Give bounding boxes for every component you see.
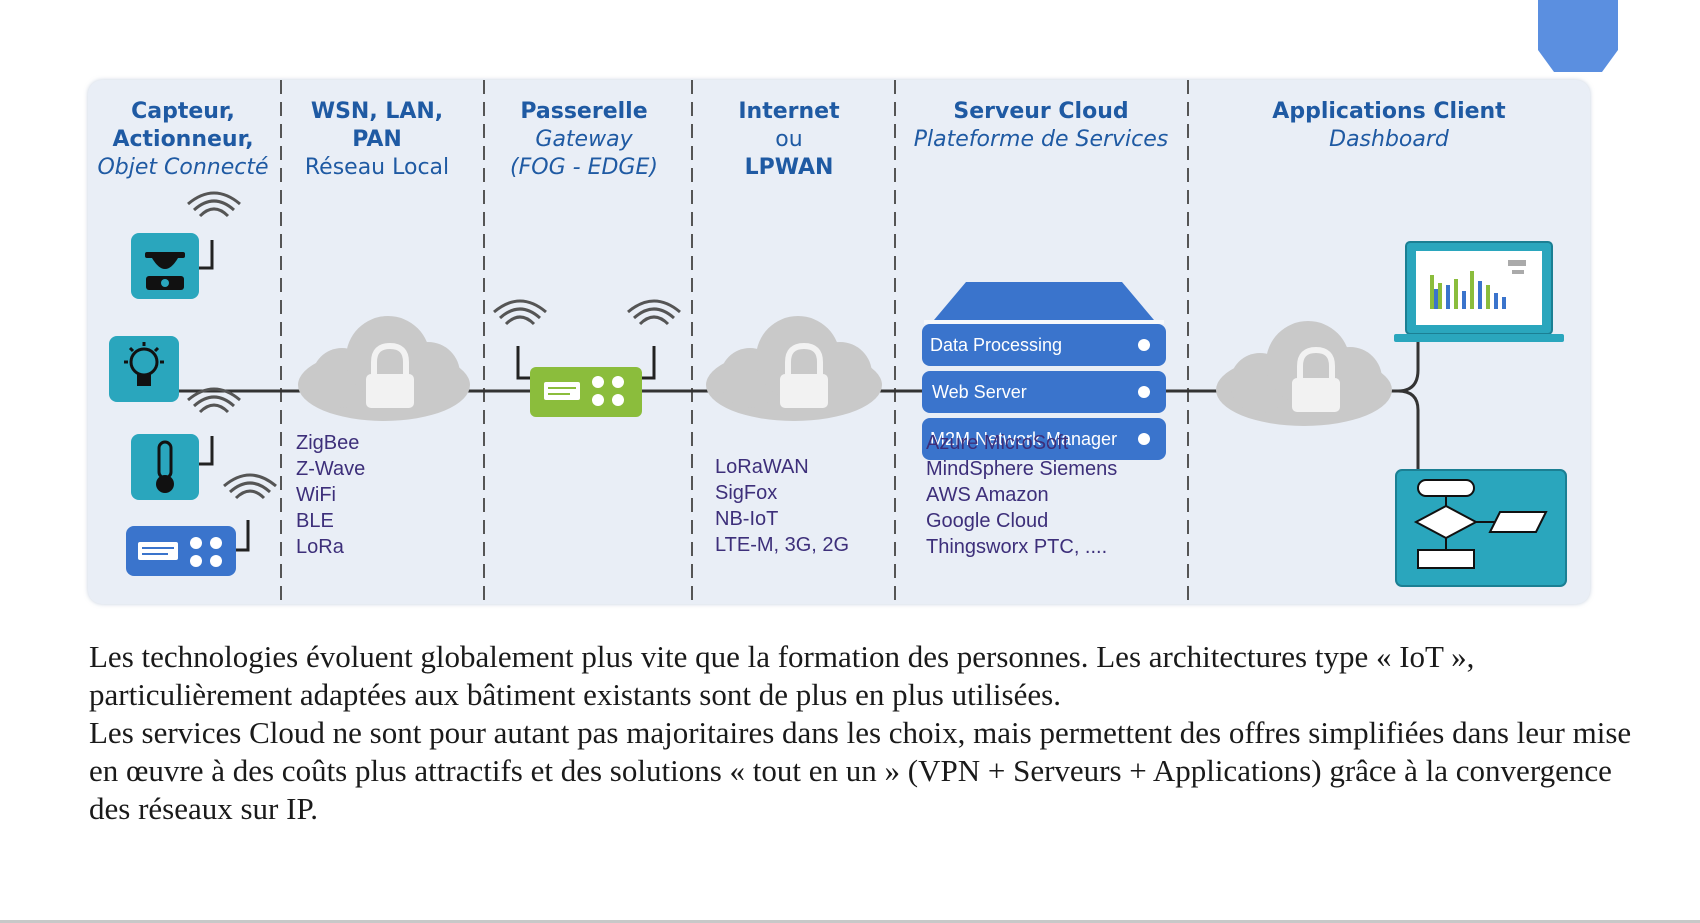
lock-icon: [780, 342, 828, 408]
list-item: LoRa: [296, 536, 344, 558]
column-title-line: WSN, LAN,: [310, 99, 444, 124]
list-item: Thingsworx PTC, ....: [926, 536, 1108, 558]
column-title-line: Plateforme de Services: [913, 127, 1169, 152]
wifi-icon: [187, 387, 241, 414]
column-title-local-network: WSN, LAN, PAN Réseau Local: [282, 98, 472, 182]
lightbulb-icon: [109, 336, 179, 402]
column-title-line: Objet Connecté: [97, 155, 269, 180]
server-icon: [924, 282, 1164, 324]
lock-icon: [1292, 346, 1340, 412]
column-title-line: Applications Client: [1272, 99, 1506, 124]
column-title-cloud-server: Serveur Cloud Plateforme de Services: [896, 98, 1186, 154]
wifi-icon: [223, 473, 277, 500]
column-title-line: ou: [775, 127, 803, 152]
column-title-line: Passerelle: [520, 99, 648, 124]
wifi-icon: [493, 299, 681, 326]
thermometer-icon: [131, 434, 214, 500]
diagram-graphics: Data Processing Web Server M2M Network M…: [109, 80, 1567, 604]
iot-architecture-diagram: Capteur, Actionneur, Objet Connecté WSN,…: [88, 80, 1590, 604]
laptop-chart-icon: [1394, 241, 1564, 342]
description-text: Les technologies évoluent globalement pl…: [89, 638, 1649, 828]
lpwan-protocol-list: LoRaWAN SigFox NB-IoT LTE-M, 3G, 2G: [715, 454, 849, 558]
column-title-line: Actionneur,: [112, 127, 254, 152]
column-title-line: LPWAN: [744, 155, 834, 180]
column-title-line: Serveur Cloud: [953, 99, 1129, 124]
device-icon: [126, 520, 250, 576]
list-item: SigFox: [715, 482, 778, 504]
list-item: Z-Wave: [296, 458, 366, 480]
column-title-internet: Internet ou LPWAN: [694, 98, 884, 182]
flowchart-icon: [1395, 469, 1567, 587]
server-module-label: Web Server: [932, 382, 1027, 402]
column-title-line: Internet: [738, 99, 840, 124]
scale-icon: [131, 233, 214, 299]
column-title-gateway: Passerelle Gateway (FOG - EDGE): [484, 98, 684, 182]
lan-protocol-list: ZigBee Z-Wave WiFi BLE LoRa: [296, 430, 365, 560]
column-title-device: Capteur, Actionneur, Objet Connecté: [88, 98, 278, 182]
list-item: LTE-M, 3G, 2G: [715, 534, 850, 556]
column-title-client-apps: Applications Client Dashboard: [1188, 98, 1590, 154]
list-item: Google Cloud: [926, 510, 1049, 532]
column-title-line: Réseau Local: [304, 155, 450, 180]
wifi-icon: [187, 191, 241, 218]
list-item: MindSphere Siemens: [926, 458, 1118, 480]
gateway-icon: [516, 346, 656, 417]
bottom-divider: [0, 920, 1700, 923]
column-title-line: Dashboard: [1329, 127, 1449, 152]
list-item: Azure MicroSoft: [926, 432, 1069, 454]
lock-icon: [366, 342, 414, 408]
list-item: WiFi: [296, 484, 336, 506]
list-item: BLE: [296, 510, 334, 532]
list-item: AWS Amazon: [926, 484, 1049, 506]
corner-tab: [1538, 0, 1618, 72]
description-paragraph: Les technologies évoluent globalement pl…: [89, 639, 1475, 712]
server-module-web-server: [922, 371, 1166, 413]
list-item: NB-IoT: [715, 508, 779, 530]
cloud-provider-list: Azure MicroSoft MindSphere Siemens AWS A…: [926, 430, 1117, 560]
list-item: LoRaWAN: [715, 456, 809, 478]
description-paragraph: Les services Cloud ne sont pour autant p…: [89, 715, 1632, 826]
column-title-line: Gateway: [535, 127, 633, 152]
column-title-line: (FOG - EDGE): [510, 155, 658, 180]
server-module-data-processing: [922, 324, 1166, 366]
column-title-line: Capteur,: [131, 99, 235, 124]
server-module-label: Data Processing: [930, 335, 1062, 355]
server-module-label: M2M Network Manager: [930, 429, 1117, 449]
list-item: ZigBee: [296, 432, 360, 454]
server-module-m2m: [922, 418, 1166, 460]
column-title-line: PAN: [352, 127, 402, 152]
